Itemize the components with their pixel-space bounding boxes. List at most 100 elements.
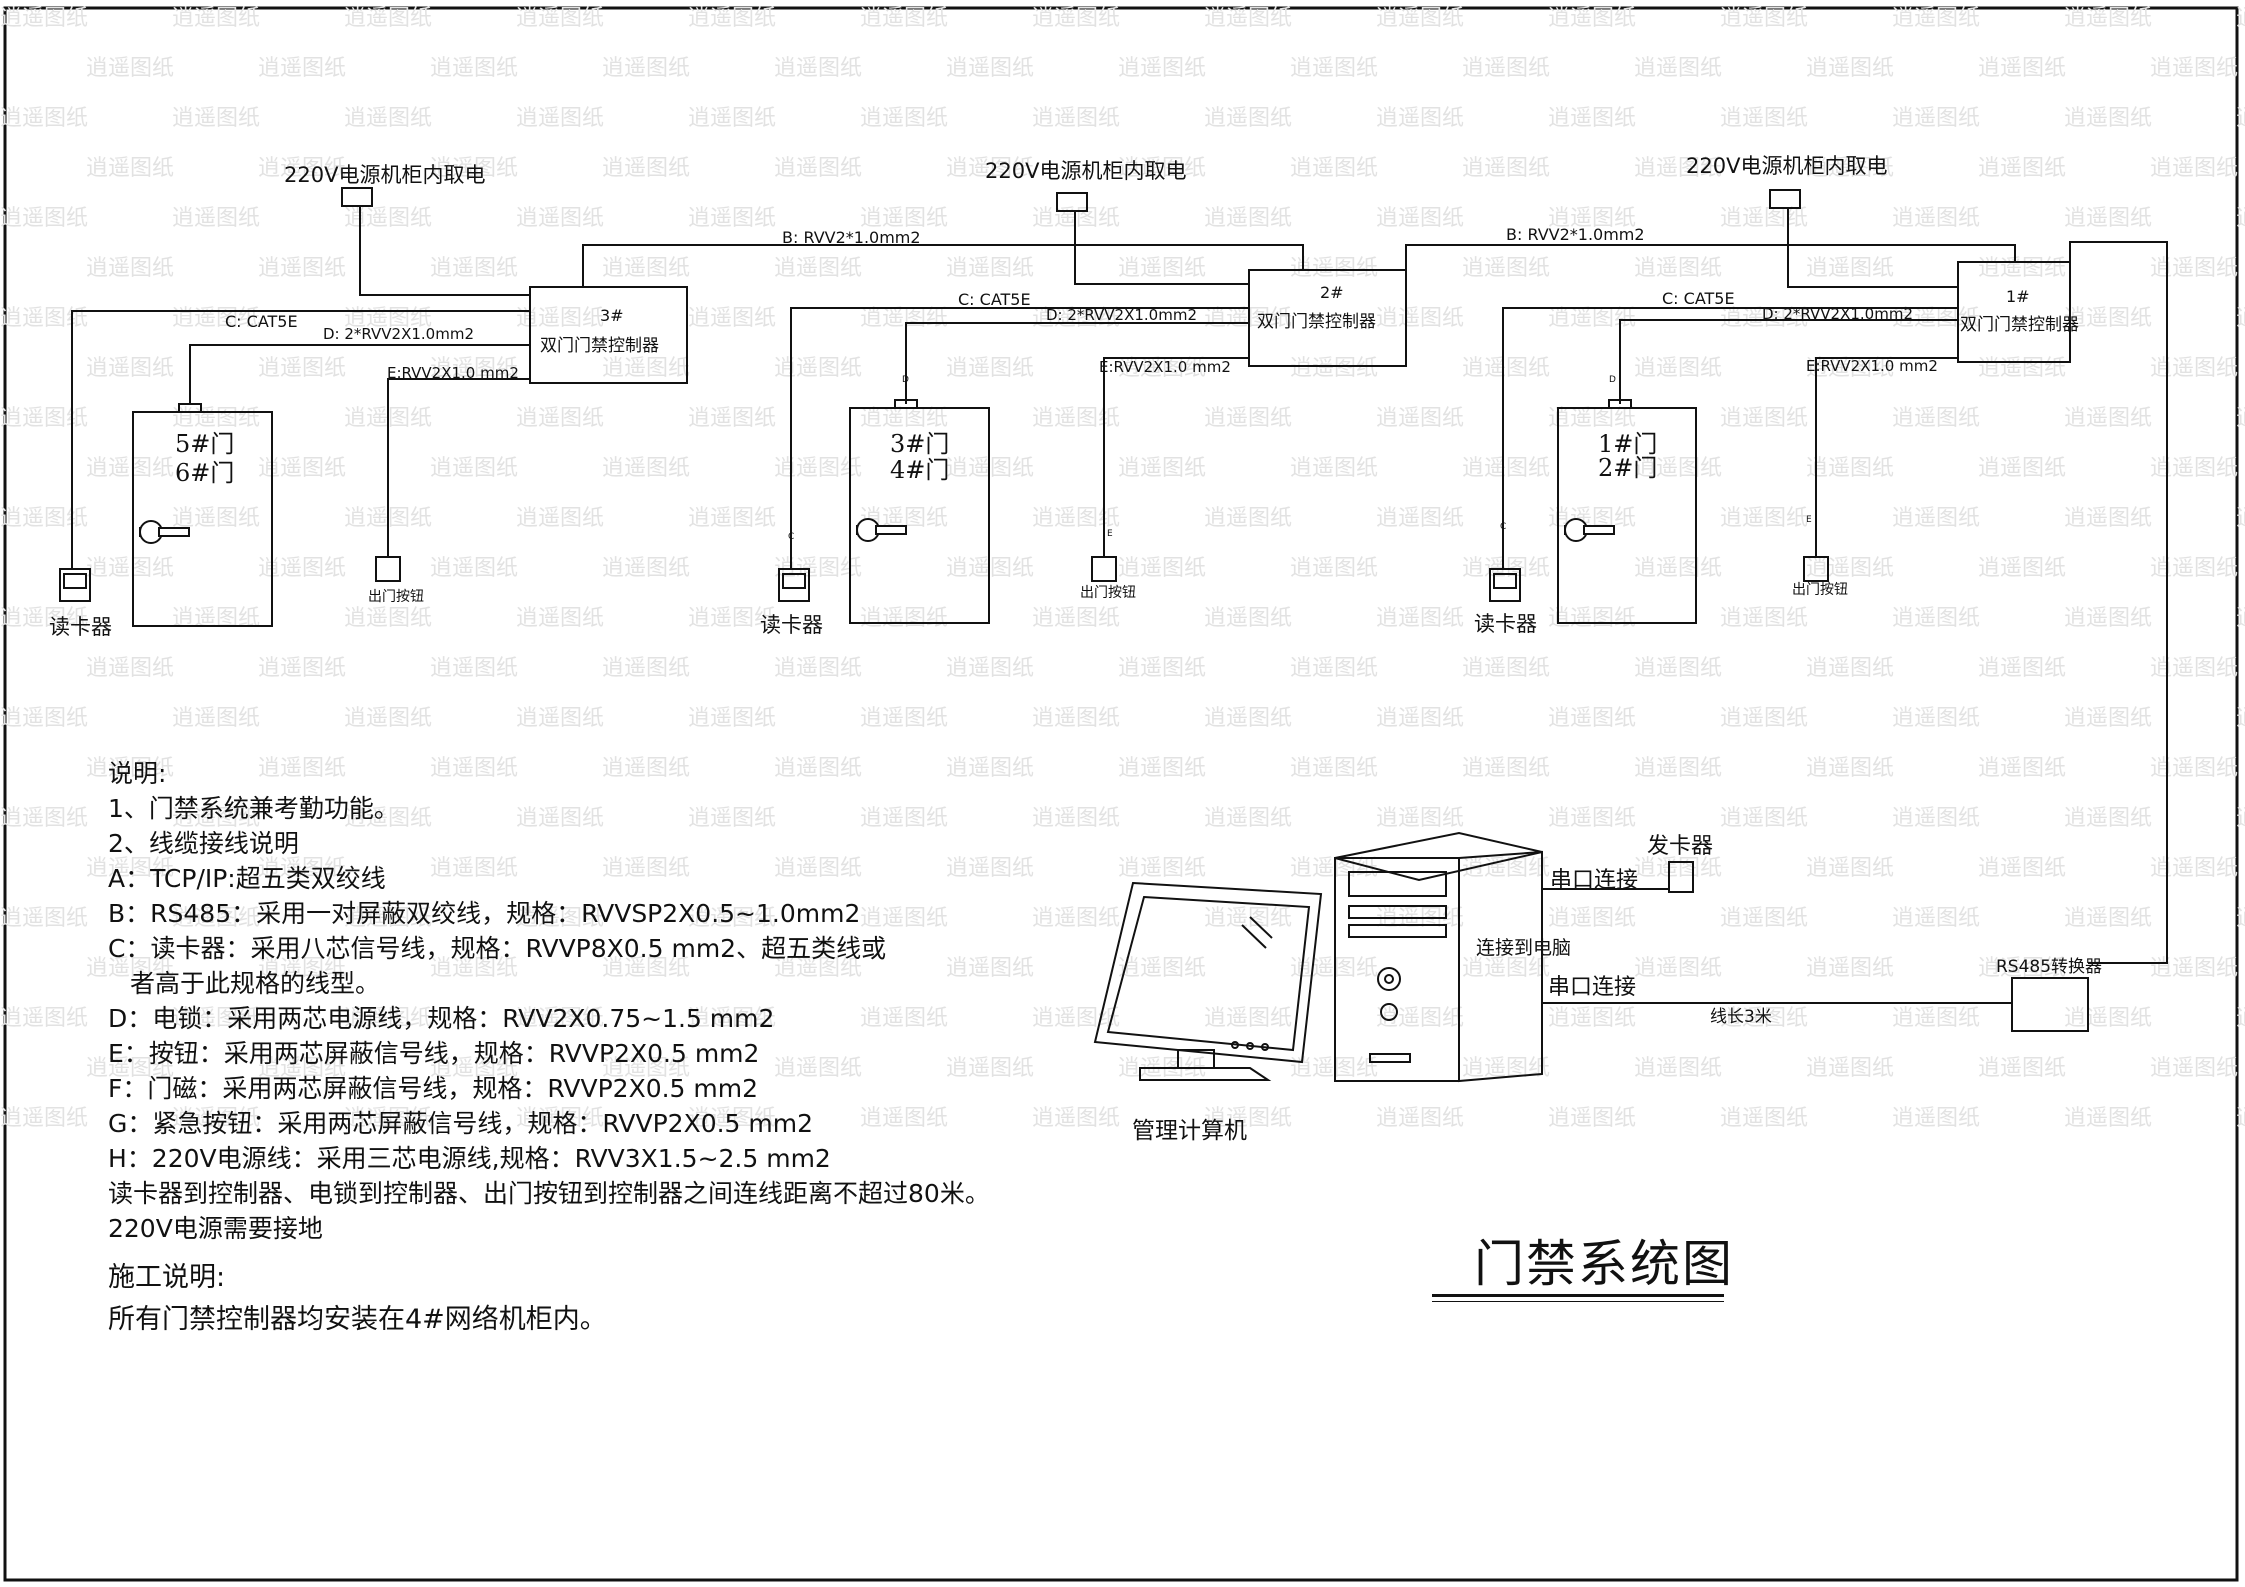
watermark-text: 逍遥图纸	[1118, 456, 1206, 481]
monitor-glare-2	[1241, 924, 1267, 949]
watermark-text: 逍遥图纸	[602, 456, 690, 481]
exit-button-label-2: 出门按钮	[1080, 585, 1136, 601]
watermark-text: 逍遥图纸	[1806, 1056, 1894, 1081]
watermark-text: 逍遥图纸	[1032, 406, 1120, 431]
watermark-text: 逍遥图纸	[516, 6, 604, 31]
watermark-text: 逍遥图纸	[2236, 806, 2245, 831]
watermark-text: 逍遥图纸	[1462, 456, 1550, 481]
bus-label-left: B: RVV2*1.0mm2	[782, 228, 921, 247]
watermark-text: 逍遥图纸	[2150, 756, 2238, 781]
watermark-text: 逍遥图纸	[2150, 156, 2238, 181]
card-issuer-box	[1668, 861, 1694, 893]
watermark-text: 逍遥图纸	[1978, 356, 2066, 381]
watermark-text: 逍遥图纸	[1118, 556, 1206, 581]
monitor-outer	[1093, 881, 1323, 1064]
watermark-text: 逍遥图纸	[688, 906, 776, 931]
watermark-text: 逍遥图纸	[602, 956, 690, 981]
watermark-text: 逍遥图纸	[1032, 606, 1120, 631]
watermark-text: 逍遥图纸	[1892, 906, 1980, 931]
watermark-text: 逍遥图纸	[430, 356, 518, 381]
watermark-text: 逍遥图纸	[0, 106, 88, 131]
watermark-text: 逍遥图纸	[1548, 706, 1636, 731]
watermark-text: 逍遥图纸	[688, 506, 776, 531]
controller-name-3: 双门门禁控制器	[540, 336, 659, 356]
watermark-text: 逍遥图纸	[0, 306, 88, 331]
door-label-3b: 6#门	[175, 459, 234, 487]
wire-tag-d-2: D	[902, 375, 909, 385]
watermark-text: 逍遥图纸	[860, 806, 948, 831]
watermark-text: 逍遥图纸	[2064, 1006, 2152, 1031]
reader-box-1	[1489, 568, 1521, 602]
watermark-text: 逍遥图纸	[258, 756, 346, 781]
watermark-text: 逍遥图纸	[1462, 656, 1550, 681]
watermark-text: 逍遥图纸	[2064, 906, 2152, 931]
watermark-text: 逍遥图纸	[1634, 256, 1722, 281]
watermark-text: 逍遥图纸	[2064, 406, 2152, 431]
monitor-base	[1139, 1067, 1272, 1081]
card-reader-label-1: 读卡器	[1474, 612, 1537, 636]
watermark-text: 逍遥图纸	[344, 806, 432, 831]
watermark-text: 逍遥图纸	[860, 406, 948, 431]
rs485-converter-box	[2011, 977, 2089, 1032]
door-label-2a: 3#门	[890, 430, 949, 458]
watermark-text: 逍遥图纸	[430, 856, 518, 881]
watermark-text: 逍遥图纸	[430, 656, 518, 681]
door-handle-bar-2	[875, 525, 907, 535]
watermark-text: 逍遥图纸	[1634, 456, 1722, 481]
watermark-text: 逍遥图纸	[258, 56, 346, 81]
watermark-text: 逍遥图纸	[86, 156, 174, 181]
watermark-text: 逍遥图纸	[1032, 206, 1120, 231]
watermark-text: 逍遥图纸	[1978, 1056, 2066, 1081]
watermark-text: 逍遥图纸	[258, 156, 346, 181]
watermark-text: 逍遥图纸	[1892, 106, 1980, 131]
watermark-text: 逍遥图纸	[1548, 106, 1636, 131]
exit-button-box-3	[375, 556, 401, 582]
watermark-text: 逍遥图纸	[2150, 56, 2238, 81]
watermark-text: 逍遥图纸	[860, 6, 948, 31]
power-label-2: 220V电源机柜内取电	[985, 159, 1186, 183]
notes-line-9: F：门磁：采用两芯屏蔽信号线，规格：RVVP2X0.5 mm2	[108, 1074, 759, 1103]
watermark-text: 逍遥图纸	[2236, 906, 2245, 931]
watermark-text: 逍遥图纸	[1806, 956, 1894, 981]
watermark-text: 逍遥图纸	[1634, 756, 1722, 781]
watermark-text: 逍遥图纸	[946, 456, 1034, 481]
watermark-text: 逍遥图纸	[430, 556, 518, 581]
watermark-text: 逍遥图纸	[1290, 756, 1378, 781]
watermark-text: 逍遥图纸	[1204, 906, 1292, 931]
watermark-text: 逍遥图纸	[1204, 606, 1292, 631]
watermark-text: 逍遥图纸	[2150, 856, 2238, 881]
watermark-text: 逍遥图纸	[946, 556, 1034, 581]
watermark-text: 逍遥图纸	[2064, 506, 2152, 531]
watermark-text: 逍遥图纸	[1720, 306, 1808, 331]
watermark-text: 逍遥图纸	[1204, 706, 1292, 731]
watermark-text: 逍遥图纸	[688, 406, 776, 431]
watermark-text: 逍遥图纸	[86, 56, 174, 81]
controller-name-1: 双门门禁控制器	[1960, 315, 2079, 335]
watermark-text: 逍遥图纸	[172, 206, 260, 231]
watermark-text: 逍遥图纸	[1720, 906, 1808, 931]
watermark-text: 逍遥图纸	[516, 106, 604, 131]
watermark-text: 逍遥图纸	[2236, 1006, 2245, 1031]
watermark-text: 逍遥图纸	[860, 106, 948, 131]
door-handle-bar-1	[1583, 525, 1615, 535]
watermark-text: 逍遥图纸	[1118, 756, 1206, 781]
watermark-text: 逍遥图纸	[172, 506, 260, 531]
watermark-text: 逍遥图纸	[602, 756, 690, 781]
watermark-text: 逍遥图纸	[1462, 156, 1550, 181]
power-line-1	[1787, 208, 1958, 288]
controller-number-3: 3#	[600, 306, 624, 325]
watermark-text: 逍遥图纸	[258, 256, 346, 281]
watermark-text: 逍遥图纸	[1634, 856, 1722, 881]
cable-c-1	[1502, 307, 1958, 569]
watermark-text: 逍遥图纸	[2236, 606, 2245, 631]
drawing-frame	[3, 6, 2239, 1582]
watermark-text: 逍遥图纸	[2150, 1056, 2238, 1081]
watermark-text: 逍遥图纸	[2064, 806, 2152, 831]
exit-button-box-1	[1803, 556, 1829, 582]
power-box-3	[341, 187, 373, 207]
watermark-text: 逍遥图纸	[1892, 306, 1980, 331]
watermark-text: 逍遥图纸	[1290, 356, 1378, 381]
watermark-text: 逍遥图纸	[172, 1106, 260, 1131]
watermark-text: 逍遥图纸	[1376, 206, 1464, 231]
watermark-text: 逍遥图纸	[1720, 606, 1808, 631]
